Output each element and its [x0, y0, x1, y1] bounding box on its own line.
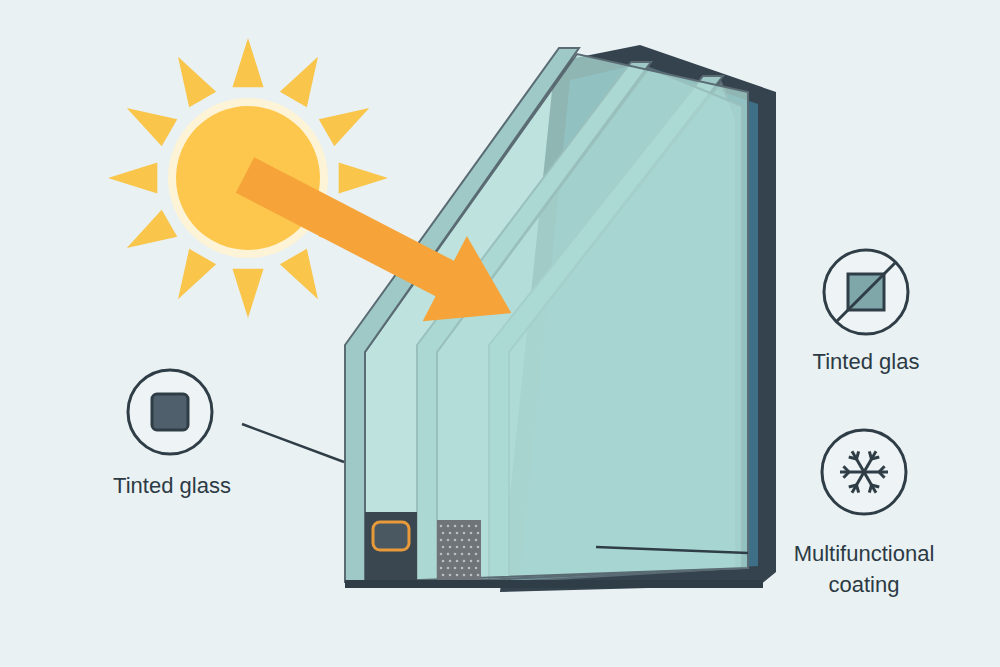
sun-ray	[178, 249, 216, 300]
desiccant-grain	[470, 560, 473, 563]
icon-circle	[128, 370, 212, 454]
snowflake-barb	[869, 485, 871, 493]
spacer	[365, 512, 417, 582]
sun-ray	[232, 269, 263, 318]
desiccant-grain	[454, 567, 457, 570]
sun-ray	[178, 57, 216, 108]
snowflake-barb	[843, 466, 849, 472]
desiccant-grain	[440, 539, 443, 542]
desiccant-grain	[477, 532, 480, 535]
desiccant-grain	[449, 574, 452, 577]
desiccant-grain	[475, 553, 478, 556]
desiccant-grain	[447, 567, 450, 570]
desiccant-grain	[447, 539, 450, 542]
snowflake-barb	[879, 466, 885, 472]
window-section	[345, 45, 776, 592]
part-label: Multifunctional coating	[764, 538, 964, 600]
arrow-shape	[223, 132, 534, 355]
desiccant-grain	[454, 553, 457, 556]
sun-ray	[280, 249, 318, 300]
desiccant-grain	[449, 532, 452, 535]
desiccant-grain	[456, 574, 459, 577]
desiccant-grain	[454, 525, 457, 528]
icons	[128, 250, 908, 514]
snowflake-barb	[849, 485, 857, 487]
snowflake-arm	[852, 451, 864, 472]
sun-ray	[127, 210, 178, 248]
desiccant-grain	[461, 539, 464, 542]
desiccant-grain	[440, 525, 443, 528]
sun-ray	[280, 57, 318, 108]
snowflake-arm	[852, 472, 864, 493]
leader-line	[596, 547, 748, 553]
snowflake-arm	[864, 472, 876, 493]
desiccant-grain	[442, 560, 445, 563]
desiccant	[437, 520, 481, 582]
desiccant-grain	[461, 553, 464, 556]
spacer-seal	[373, 522, 409, 550]
sun-ray	[339, 162, 388, 193]
desiccant-grain	[477, 574, 480, 577]
desiccant-grain	[454, 539, 457, 542]
snowflake-barb	[872, 457, 880, 459]
desiccant-grain	[449, 560, 452, 563]
tint-icon	[152, 394, 188, 430]
slash	[837, 263, 895, 321]
desiccant-grain	[463, 560, 466, 563]
desiccant-grain	[456, 532, 459, 535]
desiccant-grain	[475, 567, 478, 570]
desiccant-grain	[456, 560, 459, 563]
part-label: Tinted glass	[72, 470, 272, 501]
snowflake-barb	[843, 472, 849, 478]
desiccant-grain	[463, 532, 466, 535]
snowflake-arm	[864, 471, 888, 474]
desiccant-grain	[468, 539, 471, 542]
desiccant-grain	[470, 574, 473, 577]
desiccant-grain	[463, 546, 466, 549]
desiccant-grain	[463, 574, 466, 577]
leader-line	[242, 424, 344, 462]
snowflake-arm	[864, 451, 876, 472]
desiccant-grain	[477, 546, 480, 549]
snowflake-barb	[857, 451, 859, 459]
desiccant-grain	[470, 532, 473, 535]
desiccant-grain	[442, 532, 445, 535]
snowflake-barb	[869, 451, 871, 459]
desiccant-grain	[461, 567, 464, 570]
desiccant-grain	[449, 546, 452, 549]
desiccant-grain	[447, 553, 450, 556]
desiccant-grain	[442, 574, 445, 577]
desiccant-grain	[475, 539, 478, 542]
sun-ray	[232, 38, 263, 87]
icon-circle	[824, 250, 908, 334]
desiccant-grain	[468, 567, 471, 570]
desiccant-grain	[461, 525, 464, 528]
part-label: Tinted glas	[766, 346, 966, 377]
desiccant-grain	[468, 553, 471, 556]
desiccant-grain	[477, 560, 480, 563]
desiccant-grain	[456, 546, 459, 549]
glass-pane	[365, 54, 748, 582]
frame-bottom	[345, 580, 763, 588]
leader-lines	[242, 424, 748, 553]
snowflake-icon	[840, 451, 888, 493]
sun-ray	[319, 108, 370, 146]
snowflake-arm	[840, 471, 864, 474]
desiccant-grain	[475, 525, 478, 528]
snowflake-barb	[857, 485, 859, 493]
sun-ray	[127, 108, 178, 146]
desiccant-grain	[440, 553, 443, 556]
snowflake-barb	[879, 472, 885, 478]
desiccant-grain	[447, 525, 450, 528]
icon-circle	[822, 430, 906, 514]
sun-arrow	[223, 132, 534, 355]
sun-ray	[108, 162, 157, 193]
desiccant-grain	[470, 546, 473, 549]
desiccant-grain	[442, 546, 445, 549]
desiccant-grain	[468, 525, 471, 528]
desiccant-grain	[440, 567, 443, 570]
